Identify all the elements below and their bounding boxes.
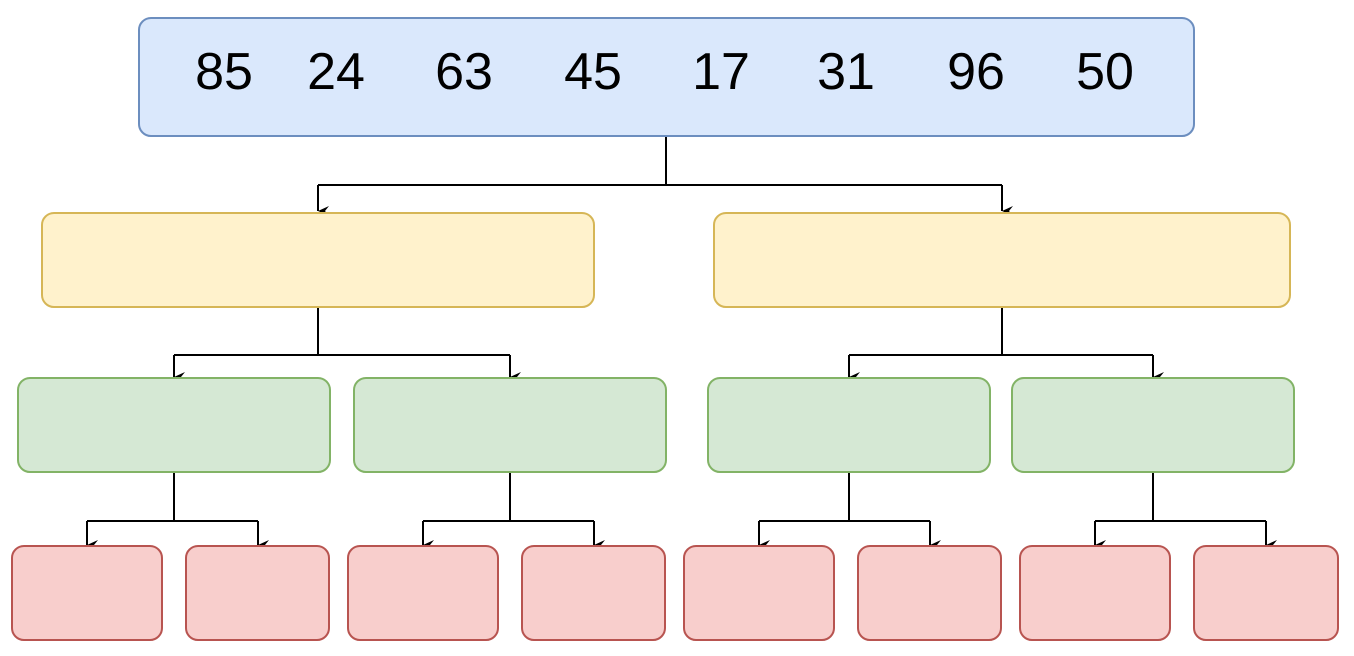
array-value: 50	[1076, 43, 1134, 101]
single-box	[521, 545, 666, 641]
single-box	[1193, 545, 1339, 641]
quarter-box	[1011, 377, 1295, 473]
half-box-left	[41, 212, 595, 308]
root-connector	[317, 137, 1013, 216]
array-value: 31	[817, 43, 875, 101]
single-box	[1019, 545, 1171, 641]
single-box	[683, 545, 835, 641]
single-box	[347, 545, 499, 641]
single-box	[185, 545, 330, 641]
quarter-connectors	[86, 473, 1277, 550]
array-value: 17	[692, 43, 750, 101]
input-array-box	[138, 17, 1195, 137]
quarter-box	[353, 377, 667, 473]
quarter-box	[17, 377, 331, 473]
array-value: 63	[435, 43, 493, 101]
half-box-right	[713, 212, 1291, 308]
quarter-box	[707, 377, 991, 473]
array-value: 45	[564, 43, 622, 101]
array-value: 24	[307, 43, 365, 101]
array-value: 85	[195, 43, 253, 101]
single-box	[857, 545, 1002, 641]
half-connectors	[173, 308, 1164, 382]
array-value: 96	[947, 43, 1005, 101]
single-box	[11, 545, 163, 641]
